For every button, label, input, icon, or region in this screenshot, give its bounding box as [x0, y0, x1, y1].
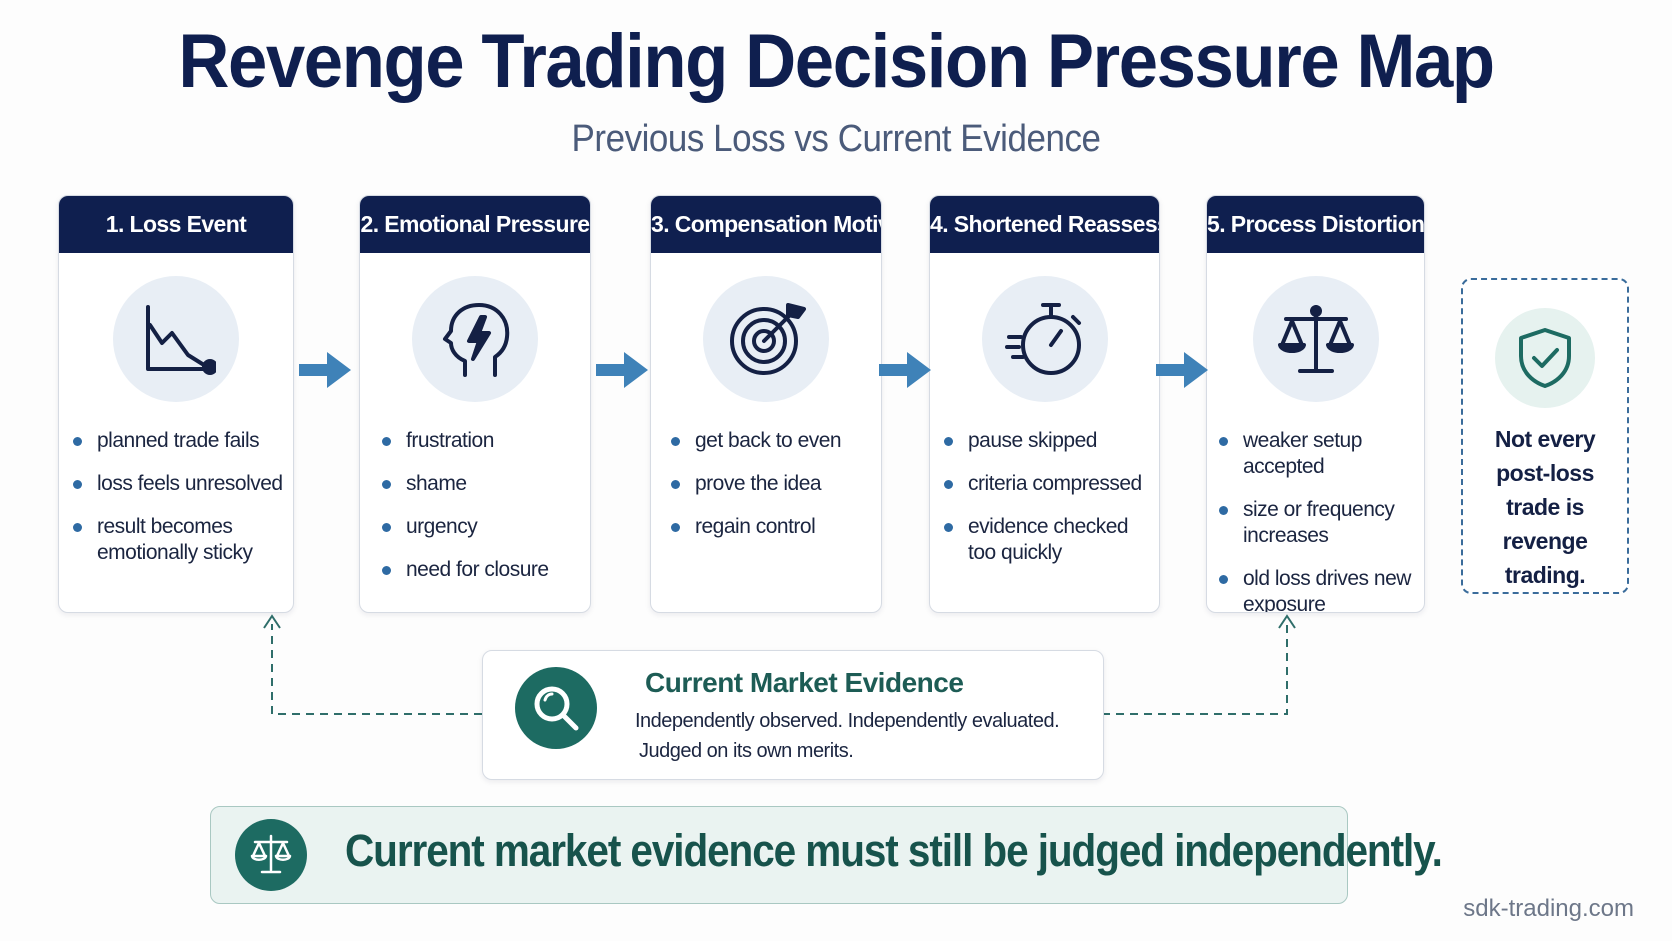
list-item: get back to even: [671, 428, 873, 454]
flow-arrow-icon: [1156, 352, 1208, 388]
list-item: prove the idea: [671, 471, 873, 497]
stage-header: 3. Compensation Motive: [651, 196, 881, 253]
evidence-description: Independently observed. Independently ev…: [635, 710, 1060, 732]
list-item: size or frequency increases: [1219, 497, 1416, 549]
list-item: regain control: [671, 514, 873, 540]
evidence-description: Judged on its own merits.: [639, 740, 854, 762]
stage-header: 4. Shortened Reassessment: [930, 196, 1159, 253]
stopwatch-icon: [981, 276, 1108, 402]
footer-website: sdk-trading.com: [1463, 895, 1634, 922]
balance-scale-icon: [1252, 276, 1379, 402]
list-item: loss feels unresolved: [73, 471, 285, 497]
list-item: need for closure: [382, 557, 582, 583]
list-item: pause skipped: [944, 428, 1151, 454]
stage-header: 1. Loss Event: [59, 196, 293, 253]
stage-card-process-distortion: 5. Process Distortion weaker setup accep…: [1206, 195, 1425, 613]
side-note-text: Not every post-loss trade is revenge tra…: [1494, 426, 1596, 588]
scale-icon: [235, 819, 307, 891]
list-item: shame: [382, 471, 582, 497]
evidence-title: Current Market Evidence: [645, 667, 964, 698]
flow-arrow-icon: [879, 352, 931, 388]
shield-check-icon: [1495, 308, 1595, 408]
stage-card-emotional-pressure: 2. Emotional Pressure frustration shame …: [359, 195, 591, 613]
list-item: criteria compressed: [944, 471, 1151, 497]
banner-text: Current market evidence must still be ju…: [345, 825, 1443, 876]
stage-card-loss-event: 1. Loss Event planned trade fails loss f…: [58, 195, 294, 613]
list-item: frustration: [382, 428, 582, 454]
flow-arrow-icon: [299, 352, 351, 388]
list-item: old loss drives new exposure: [1219, 566, 1416, 612]
target-icon: [703, 276, 829, 402]
list-item: weaker setup accepted: [1219, 428, 1416, 480]
side-note-card: Not every post-loss trade is revenge tra…: [1461, 278, 1629, 594]
page-title: Revenge Trading Decision Pressure Map: [178, 19, 1495, 104]
list-item: planned trade fails: [73, 428, 285, 454]
stage-header: 2. Emotional Pressure: [360, 196, 590, 253]
magnifier-icon: [515, 667, 597, 749]
list-item: urgency: [382, 514, 582, 540]
stage-header: 5. Process Distortion: [1207, 196, 1424, 253]
list-item: result becomes emotionally sticky: [73, 514, 285, 566]
list-item: evidence checked too quickly: [944, 514, 1151, 566]
head-lightning-icon: [412, 276, 538, 402]
page-subtitle: Previous Loss vs Current Evidence: [571, 118, 1101, 160]
conclusion-banner: Current market evidence must still be ju…: [210, 806, 1443, 904]
flow-arrow-icon: [596, 352, 648, 388]
stage-card-shortened-reassessment: 4. Shortened Reassessment pause skipped …: [929, 195, 1160, 613]
declining-chart-icon: [113, 276, 239, 402]
current-market-evidence-card: Current Market Evidence Independently ob…: [482, 650, 1104, 780]
stage-card-compensation-motive: 3. Compensation Motive get back to even …: [650, 195, 882, 613]
